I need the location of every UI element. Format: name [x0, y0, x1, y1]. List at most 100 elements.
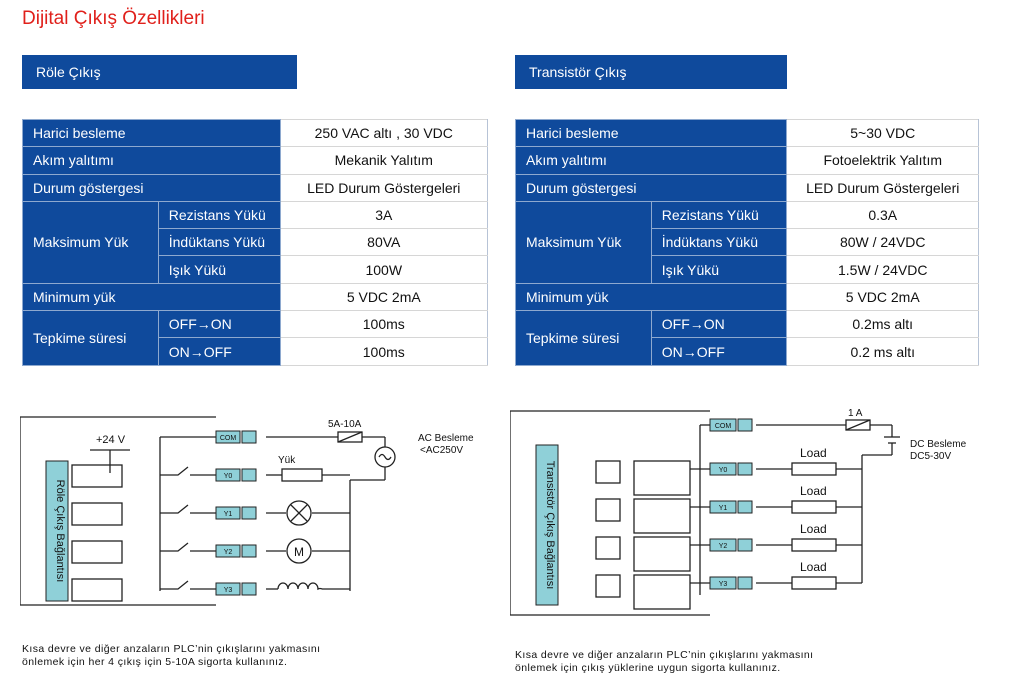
voltage-label: +24 V — [96, 434, 126, 446]
fuse-label: 5A-10A — [328, 419, 362, 430]
row-value: Mekanik Yalıtım — [279, 146, 489, 175]
table-row: Akım yalıtımı Fotoelektrik Yalıtım — [514, 146, 979, 175]
row-value: 80VA — [279, 228, 489, 257]
table-row: Maksimum Yük Rezistans Yükü 3A — [22, 200, 489, 284]
row-value: 1.5W / 24VDC — [786, 255, 979, 284]
y1-label: Y1 — [224, 511, 233, 518]
row-label: Tepkime süresi — [515, 310, 652, 366]
row-value: 0.2ms altı — [786, 310, 979, 339]
table-row: Işık Yükü 100W — [23, 255, 489, 284]
row-value: 5~30 VDC — [786, 118, 979, 148]
transistor-block-label: Transistör Çıkış Bağlantısı — [544, 461, 556, 590]
fuse-label: 1 A — [848, 408, 863, 419]
load-label: Load — [800, 560, 827, 574]
y0-label: Y0 — [719, 467, 728, 474]
row-value: 100ms — [279, 337, 489, 366]
y1-terminal — [709, 500, 737, 514]
note-line: Kısa devre ve diğer anzaların PLC’nin çı… — [22, 643, 321, 655]
com-label: COM — [220, 435, 237, 442]
y1-label: Y1 — [719, 505, 728, 512]
y0-terminal — [709, 462, 737, 476]
y3-label: Y3 — [224, 587, 233, 594]
note-line: önlemek için her 4 çıkış için 5-10A sigo… — [22, 656, 288, 668]
row-label: Harici besleme — [22, 118, 281, 148]
supply-label: AC Besleme — [418, 433, 474, 444]
note-line: Kısa devre ve diğer anzaların PLC’nin çı… — [515, 649, 814, 661]
relay-output-block — [45, 460, 69, 602]
table-row: Tepkime süresi OFF→ON 100ms — [22, 310, 489, 366]
y2-terminal — [709, 538, 737, 552]
row-label: Durum göstergesi — [22, 173, 281, 202]
terminal-screw-icon — [241, 582, 257, 596]
row-value: LED Durum Göstergeleri — [279, 173, 489, 202]
sub-label: OFF→ON — [157, 310, 281, 339]
transistor-wiring-diagram: Transistör Çıkış Bağlantısı COM Y0 Y1 Y2… — [510, 408, 967, 616]
sub-label: İndüktans Yükü — [157, 228, 281, 257]
table-row: Minimum yük 5 VDC 2mA — [514, 282, 979, 312]
y0-label: Y0 — [224, 473, 233, 480]
terminal-screw-icon — [241, 468, 257, 482]
row-label: Maksimum Yük — [22, 200, 159, 284]
terminal-screw-icon — [241, 430, 257, 444]
row-label: Durum göstergesi — [514, 173, 788, 202]
row-label: Minimum yük — [514, 282, 788, 312]
table-row: Minimum yük 5 VDC 2mA — [22, 282, 489, 312]
sub-label: OFF→ON — [650, 310, 788, 339]
terminal-screw-icon — [241, 544, 257, 558]
sub-label: Rezistans Yükü — [650, 200, 788, 230]
sub-label: İndüktans Yükü — [650, 228, 788, 257]
page-title: Dijital Çıkış Özellikleri — [22, 8, 205, 29]
y0-terminal — [215, 468, 241, 482]
row-value: 3A — [279, 200, 489, 230]
row-value: 5 VDC 2mA — [786, 282, 979, 312]
sub-label: Işık Yükü — [157, 255, 281, 284]
row-value: 0.3A — [786, 200, 979, 230]
load-label: Load — [800, 484, 827, 498]
terminal-screw-icon — [737, 538, 753, 552]
y2-label: Y2 — [719, 543, 728, 550]
y1-terminal — [215, 506, 241, 520]
transistor-note: Kısa devre ve diğer anzaların PLC’nin çı… — [515, 649, 945, 675]
row-label: Minimum yük — [22, 282, 281, 312]
transistor-output-block — [535, 444, 559, 606]
supply-range: <AC250V — [420, 445, 463, 456]
relay-wiring-diagram: Röle Çıkış Bağlantısı +24 V COM Y0 Y1 Y2… — [20, 416, 474, 606]
com-terminal — [709, 418, 737, 432]
row-label: Akım yalıtımı — [22, 146, 281, 175]
motor-icon: M — [294, 545, 304, 559]
load-label: Load — [800, 522, 827, 536]
y3-terminal — [709, 576, 737, 590]
y3-label: Y3 — [719, 581, 728, 588]
table-row: ON→OFF 100ms — [23, 337, 489, 366]
row-value: 80W / 24VDC — [786, 228, 979, 257]
transistor-output-banner: Transistör Çıkış — [515, 55, 787, 89]
row-value: Fotoelektrik Yalıtım — [786, 146, 979, 175]
y2-label: Y2 — [224, 549, 233, 556]
row-value: 100ms — [279, 310, 489, 339]
sub-label: Rezistans Yükü — [157, 200, 281, 230]
sub-label: ON→OFF — [157, 337, 281, 366]
row-label: Maksimum Yük — [515, 200, 652, 284]
row-label: Akım yalıtımı — [514, 146, 788, 175]
sub-label: ON→OFF — [650, 337, 788, 366]
note-line: önlemek için çıkış yüklerine uygun sigor… — [515, 662, 781, 674]
table-row: Işık Yükü 1.5W / 24VDC — [516, 255, 979, 284]
sub-label: Işık Yükü — [650, 255, 788, 284]
table-row: Harici besleme 250 VAC altı , 30 VDC — [22, 118, 489, 148]
relay-output-banner: Röle Çıkış — [22, 55, 297, 89]
row-value: 5 VDC 2mA — [279, 282, 489, 312]
y3-terminal — [215, 582, 241, 596]
load-label: Yük — [278, 455, 296, 466]
supply-range: DC5-30V — [910, 451, 951, 462]
relay-block-label: Röle Çıkış Bağlantısı — [54, 480, 66, 583]
table-row: Durum göstergesi LED Durum Göstergeleri — [22, 173, 489, 202]
terminal-screw-icon — [737, 418, 753, 432]
table-row: Tepkime süresi OFF→ON 0.2ms altı — [515, 310, 979, 366]
table-row: Durum göstergesi LED Durum Göstergeleri — [514, 173, 979, 202]
table-row: ON→OFF 0.2 ms altı — [516, 337, 979, 366]
terminal-screw-icon — [737, 500, 753, 514]
relay-note: Kısa devre ve diğer anzaların PLC’nin çı… — [22, 643, 452, 669]
terminal-screw-icon — [737, 462, 753, 476]
load-label: Load — [800, 446, 827, 460]
y2-terminal — [215, 544, 241, 558]
